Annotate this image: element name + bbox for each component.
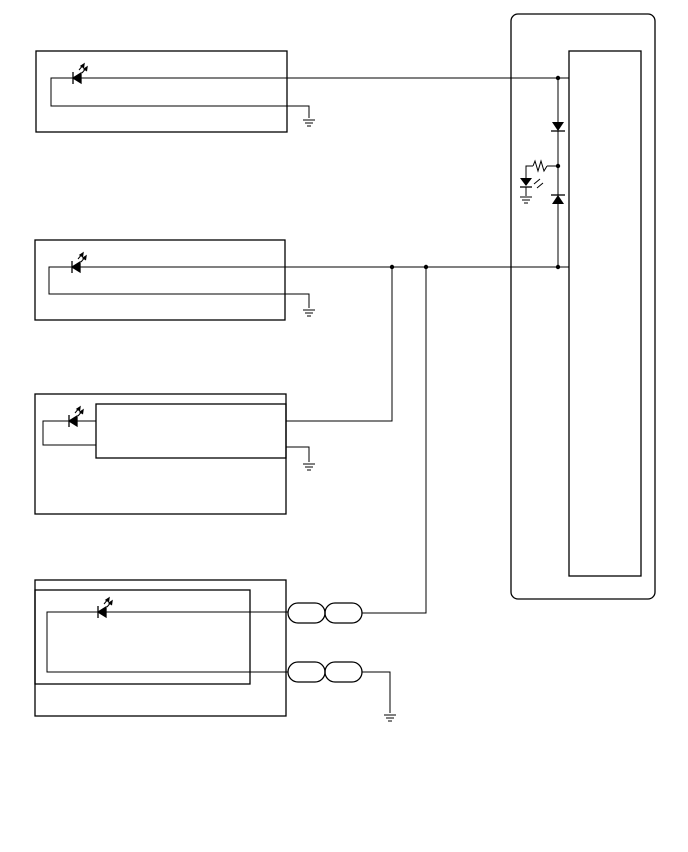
led-icon xyxy=(71,252,87,274)
module-3-housing xyxy=(34,393,287,515)
controller-housing xyxy=(510,13,656,600)
led-icon xyxy=(520,178,544,196)
diode-icon xyxy=(551,194,565,204)
module-2-housing xyxy=(34,239,286,321)
led-icon xyxy=(72,63,88,85)
controller-unit xyxy=(510,13,656,600)
controller-internal-circuit xyxy=(525,78,559,267)
connector-lower-right xyxy=(324,661,363,683)
module-1-circuit xyxy=(50,77,569,118)
diode-icon xyxy=(551,122,565,132)
connector-lower-left xyxy=(287,661,326,683)
module-4-circuit xyxy=(46,267,427,713)
module-3-inner-unit xyxy=(95,403,287,459)
controller-board xyxy=(568,50,642,577)
module-2-circuit xyxy=(48,266,569,308)
module-4-inner-unit xyxy=(34,589,251,685)
led-icon xyxy=(97,597,113,619)
module-1 xyxy=(35,50,569,133)
module-2 xyxy=(34,239,569,321)
module-4 xyxy=(34,267,427,722)
module-1-housing xyxy=(35,50,288,133)
junction-dots xyxy=(389,75,561,270)
ground-icon xyxy=(302,463,316,471)
ground-icon xyxy=(302,309,316,317)
led-icon xyxy=(68,406,84,428)
module-4-housing xyxy=(34,579,287,717)
resistor-icon xyxy=(532,159,548,173)
ground-icon xyxy=(519,196,533,204)
ground-icon xyxy=(302,119,316,127)
module-3 xyxy=(34,267,393,515)
connector-upper-right xyxy=(324,602,363,624)
connector-upper-left xyxy=(287,602,326,624)
ground-icon xyxy=(383,714,397,722)
